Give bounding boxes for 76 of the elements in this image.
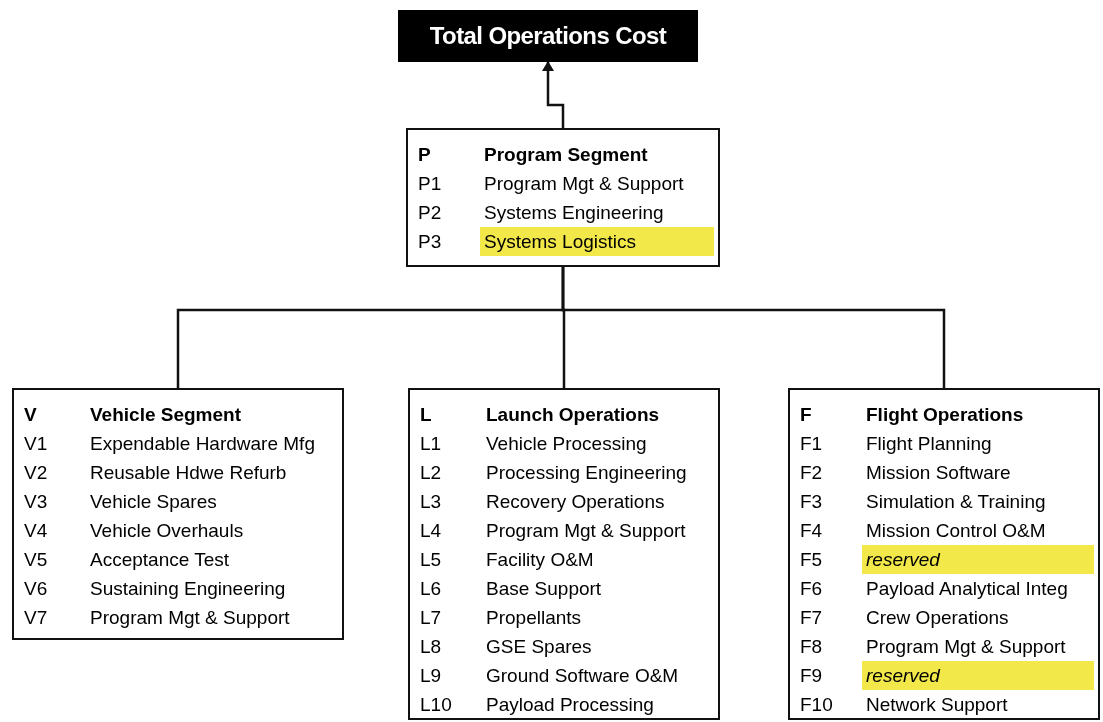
item-label: GSE Spares bbox=[485, 635, 592, 659]
item-label: Program Mgt & Support bbox=[865, 635, 1066, 659]
item-code: L1 bbox=[420, 432, 443, 456]
connector-line bbox=[561, 267, 946, 388]
item-code: V7 bbox=[24, 606, 49, 630]
item-label: Propellants bbox=[485, 606, 582, 630]
item-code: F6 bbox=[800, 577, 824, 601]
segment-code: P bbox=[418, 143, 432, 167]
item-code: F2 bbox=[800, 461, 824, 485]
segment-code: L bbox=[420, 403, 433, 427]
item-code: P2 bbox=[418, 201, 443, 225]
item-code: L6 bbox=[420, 577, 443, 601]
item-code: L7 bbox=[420, 606, 443, 630]
segment-code: V bbox=[24, 403, 38, 427]
segment-heading: Program Segment bbox=[483, 143, 648, 167]
segment-heading: Vehicle Segment bbox=[89, 403, 241, 427]
segment-box bbox=[408, 388, 720, 720]
item-code: V1 bbox=[24, 432, 49, 456]
title-text: Total Operations Cost bbox=[429, 21, 667, 51]
highlighted-item: reserved bbox=[862, 545, 1094, 574]
segment-code: F bbox=[800, 403, 813, 427]
item-code: P3 bbox=[418, 230, 443, 254]
item-label: Crew Operations bbox=[865, 606, 1009, 630]
item-label: Payload Processing bbox=[485, 693, 654, 717]
item-label: Sustaining Engineering bbox=[89, 577, 286, 601]
highlighted-item: reserved bbox=[862, 661, 1094, 690]
item-label: Mission Control O&M bbox=[865, 519, 1046, 543]
highlighted-item: Systems Logistics bbox=[480, 227, 714, 256]
item-code: L8 bbox=[420, 635, 443, 659]
item-label: Network Support bbox=[865, 693, 1008, 717]
item-label: Program Mgt & Support bbox=[485, 519, 686, 543]
item-label: Expendable Hardware Mfg bbox=[89, 432, 315, 456]
item-code: F3 bbox=[800, 490, 824, 514]
arrow bbox=[542, 61, 565, 128]
item-code: F5 bbox=[800, 548, 824, 572]
item-code: F4 bbox=[800, 519, 824, 543]
item-label: Payload Analytical Integ bbox=[865, 577, 1068, 601]
item-code: F7 bbox=[800, 606, 824, 630]
segment-box bbox=[406, 128, 720, 267]
item-code: F9 bbox=[800, 664, 824, 688]
item-code: V6 bbox=[24, 577, 49, 601]
item-code: L9 bbox=[420, 664, 443, 688]
item-label: Flight Planning bbox=[865, 432, 992, 456]
item-label: Mission Software bbox=[865, 461, 1011, 485]
item-code: L4 bbox=[420, 519, 443, 543]
item-code: L3 bbox=[420, 490, 443, 514]
item-label: Reusable Hdwe Refurb bbox=[89, 461, 287, 485]
item-label: Program Mgt & Support bbox=[89, 606, 290, 630]
item-code: L2 bbox=[420, 461, 443, 485]
item-label: Vehicle Overhauls bbox=[89, 519, 244, 543]
item-label: Processing Engineering bbox=[485, 461, 687, 485]
segment-heading: Flight Operations bbox=[865, 403, 1024, 427]
item-label: Recovery Operations bbox=[485, 490, 665, 514]
segment-box bbox=[788, 388, 1100, 720]
item-label: Systems Engineering bbox=[483, 201, 664, 225]
item-code: F1 bbox=[800, 432, 824, 456]
item-code: P1 bbox=[418, 172, 443, 196]
title-box bbox=[398, 10, 698, 62]
segment-box bbox=[12, 388, 344, 640]
item-label: Simulation & Training bbox=[865, 490, 1046, 514]
item-label: Facility O&M bbox=[485, 548, 594, 572]
segment-heading: Launch Operations bbox=[485, 403, 660, 427]
item-label: Ground Software O&M bbox=[485, 664, 679, 688]
item-code: V3 bbox=[24, 490, 49, 514]
item-code: V4 bbox=[24, 519, 49, 543]
item-label: Base Support bbox=[485, 577, 602, 601]
item-code: F10 bbox=[800, 693, 834, 717]
item-code: F8 bbox=[800, 635, 824, 659]
item-code: V5 bbox=[24, 548, 49, 572]
item-code: L5 bbox=[420, 548, 443, 572]
item-code: V2 bbox=[24, 461, 49, 485]
item-label: Vehicle Processing bbox=[485, 432, 647, 456]
item-label: Program Mgt & Support bbox=[483, 172, 684, 196]
item-label: Acceptance Test bbox=[89, 548, 230, 572]
item-label: Vehicle Spares bbox=[89, 490, 217, 514]
item-code: L10 bbox=[420, 693, 453, 717]
